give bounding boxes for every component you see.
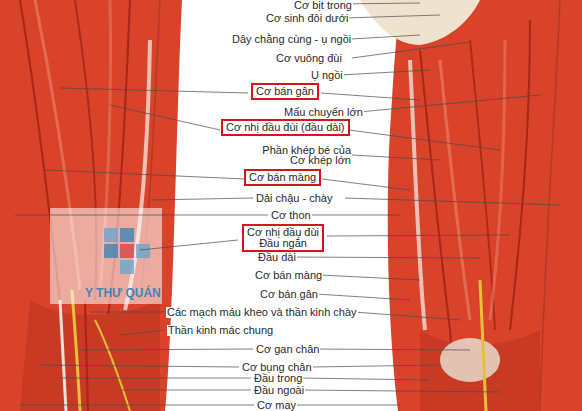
highlight-box: Cơ nhị đầu đùiĐầu ngắn bbox=[242, 224, 324, 252]
muscle-label: Cơ bịt trong bbox=[293, 0, 353, 11]
band-label: Dải chậu - chày bbox=[255, 193, 333, 204]
vessel-label: Các mạch máu kheo và thần kinh chày bbox=[166, 307, 358, 318]
muscle-label: Cơ bán gân bbox=[256, 86, 314, 97]
muscle-label: Cơ bụng chân bbox=[241, 362, 313, 373]
head-label: Đầu trong bbox=[253, 373, 303, 384]
muscle-label: Cơ gan chân bbox=[255, 344, 320, 355]
bone-label: Ụ ngồi bbox=[310, 70, 344, 81]
pelvis-bone bbox=[360, 0, 480, 45]
bone-label: Mấu chuyển lớn bbox=[283, 107, 364, 118]
muscle-label: Cơ may bbox=[256, 400, 297, 411]
leader-lines bbox=[15, 3, 560, 405]
muscle-label: Cơ sinh đôi dưới bbox=[265, 13, 349, 24]
highlight-box: Cơ bán gân bbox=[251, 83, 319, 100]
muscle-label: Đầu ngắn bbox=[247, 238, 319, 249]
ligament-label: Dây chằng cùng - ụ ngồi bbox=[231, 34, 352, 45]
muscle-label: Phần khép bé của Cơ khép lớn bbox=[250, 145, 352, 165]
head-label: Đầu ngoài bbox=[253, 385, 305, 396]
head-label: Đầu dài bbox=[257, 252, 297, 263]
muscle-label: Cơ bán màng bbox=[254, 270, 323, 281]
muscle-label: Cơ nhị đầu đùi bbox=[247, 227, 319, 238]
watermark: Y THƯ QUÁN bbox=[85, 287, 161, 299]
highlight-box: Cơ nhị đầu đùi (đầu dài) bbox=[221, 119, 350, 136]
highlight-box: Cơ bán màng bbox=[244, 169, 321, 186]
muscle-label: Cơ nhị đầu đùi (đầu dài) bbox=[226, 122, 345, 133]
muscle-label: Cơ vuông đùi bbox=[275, 53, 343, 64]
muscle-label: Cơ bán gân bbox=[259, 289, 319, 300]
muscle-label: Cơ bán màng bbox=[249, 172, 316, 183]
muscle-label: Cơ thon bbox=[270, 210, 312, 221]
nerve-label: Thần kinh mác chung bbox=[167, 325, 274, 336]
